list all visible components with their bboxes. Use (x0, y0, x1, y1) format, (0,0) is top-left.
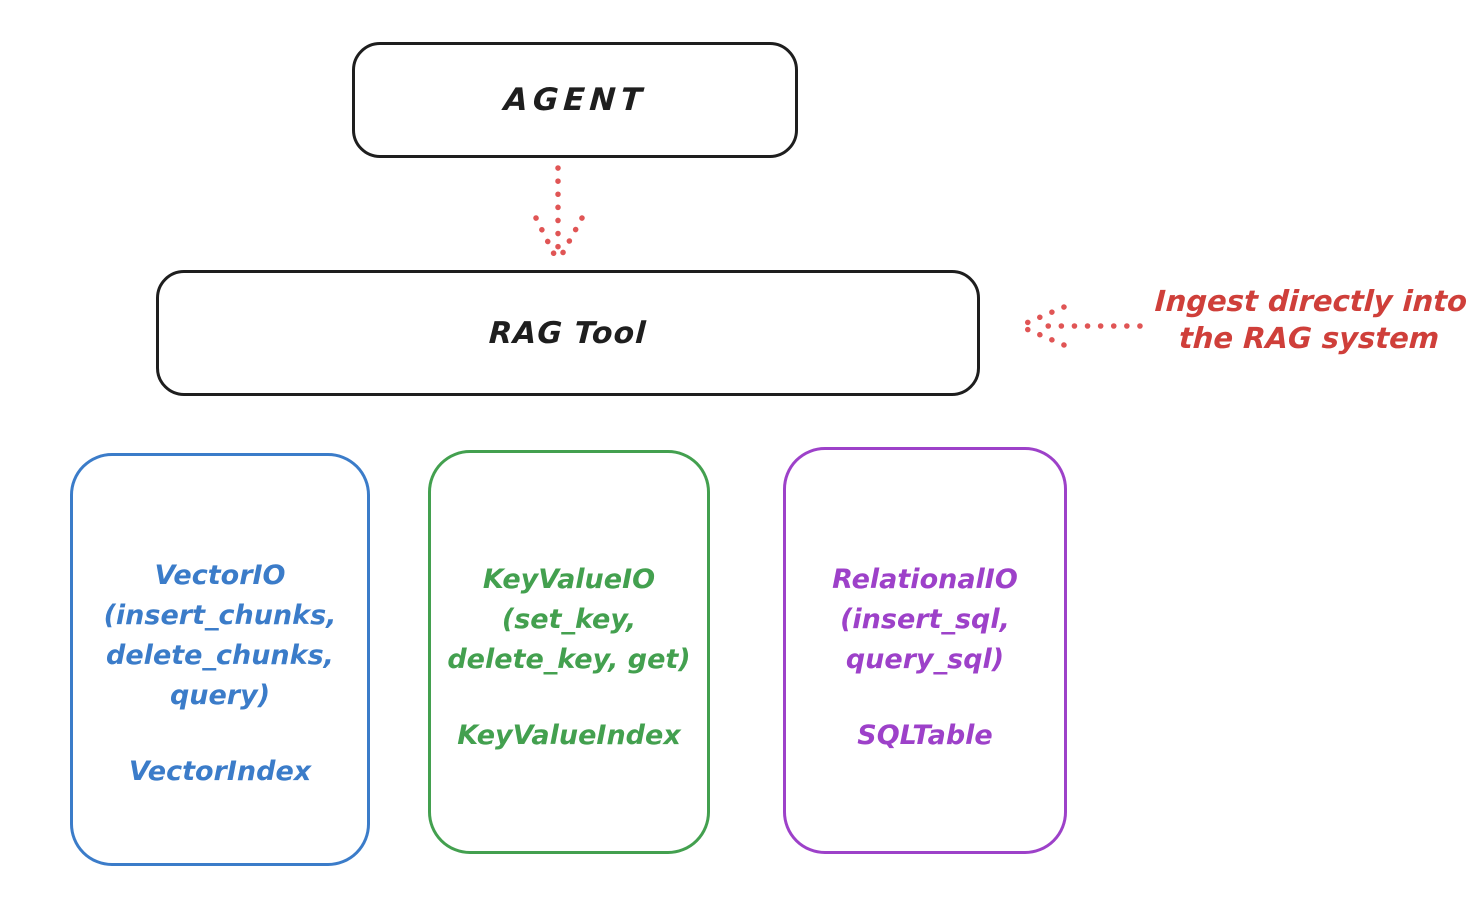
keyvalue-index-label: KeyValueIndex (457, 720, 681, 751)
io-line: delete_chunks, (106, 640, 334, 671)
io-line: delete_key, get) (447, 644, 691, 675)
agent-to-ragtool-arrow-icon (533, 165, 585, 261)
rag-tool-node: RAG Tool (156, 270, 980, 396)
keyvalue-io-capabilities: KeyValueIO (set_key, delete_key, get) (447, 560, 690, 680)
io-line: VectorIO (154, 560, 286, 591)
vector-io-node: VectorIO (insert_chunks, delete_chunks, … (70, 453, 370, 866)
ingest-annotation-line1: Ingest directly into (1154, 284, 1468, 318)
io-line: query) (169, 680, 271, 711)
ingest-annotation: Ingest directly into the RAG system (1138, 283, 1482, 357)
keyvalue-io-node: KeyValueIO (set_key, delete_key, get) Ke… (428, 450, 710, 854)
io-line: KeyValueIO (482, 564, 656, 595)
vector-io-capabilities: VectorIO (insert_chunks, delete_chunks, … (104, 556, 337, 716)
io-line: (insert_sql, (840, 604, 1010, 635)
vector-index-label: VectorIndex (128, 756, 312, 787)
io-line: (insert_chunks, (103, 600, 337, 631)
agent-node-label: AGENT (502, 82, 648, 118)
relational-io-node: RelationalIO (insert_sql, query_sql) SQL… (783, 447, 1067, 854)
sql-table-label: SQLTable (857, 720, 993, 751)
relational-io-capabilities: RelationalIO (insert_sql, query_sql) (832, 560, 1018, 680)
io-line: (set_key, (501, 604, 637, 635)
io-line: RelationalIO (832, 564, 1018, 595)
agent-node: AGENT (352, 42, 798, 158)
ingest-annotation-line2: the RAG system (1178, 321, 1441, 355)
io-line: query_sql) (845, 644, 1005, 675)
rag-tool-node-label: RAG Tool (488, 315, 648, 351)
annotation-to-ragtool-arrow-icon (1021, 304, 1143, 348)
